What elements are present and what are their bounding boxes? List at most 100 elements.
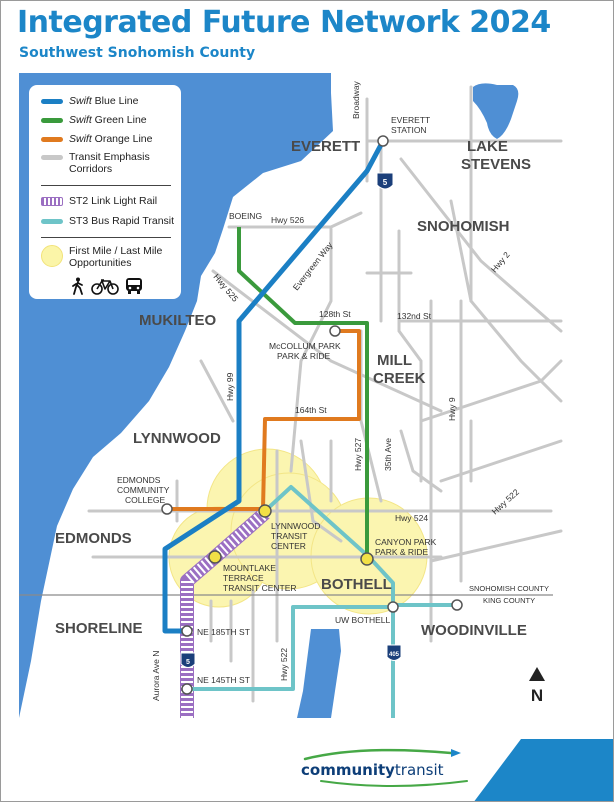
place-mukilteo: MUKILTEO (139, 312, 217, 329)
label-mountlake-2: TERRACE (223, 573, 264, 583)
legend-orange-prefix: Swift (69, 133, 92, 145)
i5-shield-south: 5 (180, 652, 196, 668)
road-164th: 164th St (295, 405, 327, 415)
place-bothell: BOTHELL (321, 576, 392, 593)
st3-brt-line (263, 485, 457, 607)
station-mountlake-terrace[interactable] (208, 550, 222, 564)
road-hwy99: Hwy 99 (225, 372, 235, 401)
green-line-swatch (41, 117, 63, 123)
legend-corridors-1: Transit Emphasis (69, 151, 150, 163)
county-labels: SNOHOMISH COUNTY KING COUNTY (469, 584, 549, 605)
i5-shield-label-north: 5 (383, 178, 388, 187)
label-ne-185th: NE 185TH ST (197, 627, 250, 637)
mode-icons (71, 277, 143, 295)
label-ne-145th: NE 145TH ST (197, 675, 250, 685)
orange-line-swatch (41, 136, 63, 142)
road-hwy526: Hwy 526 (271, 215, 304, 225)
place-lake-stevens-2: STEVENS (461, 156, 531, 173)
legend-blue-suffix: Blue Line (91, 95, 139, 107)
swift-blue-line (162, 139, 386, 634)
legend-divider-1 (41, 185, 171, 186)
station-everett[interactable] (377, 135, 389, 147)
label-everett-station-1: EVERETT (391, 115, 430, 125)
blue-line-swatch (41, 98, 63, 104)
label-edmonds-cc-1: EDMONDS (117, 475, 161, 485)
station-canyon-park[interactable] (360, 552, 374, 566)
legend-st3-label: ST3 Bus Rapid Transit (69, 215, 175, 227)
label-edmonds-cc-3: COLLEGE (125, 495, 165, 505)
legend-corridors-2: Corridors (69, 163, 113, 175)
walk-icon (72, 277, 83, 295)
label-lynnwood-tc-3: CENTER (271, 541, 306, 551)
road-132nd: 132nd St (397, 311, 432, 321)
station-ne-185th[interactable] (181, 625, 193, 637)
place-lake-stevens-1: LAKE (467, 138, 508, 155)
station-ne-145th[interactable] (181, 683, 193, 695)
swift-green-line (237, 227, 369, 559)
place-mill-creek-1: MILL (377, 352, 412, 369)
corridor-swatch (41, 155, 63, 160)
legend-blue-prefix: Swift (69, 95, 92, 107)
label-uw-bothell: UW BOTHELL (335, 615, 391, 625)
legend-firstmile-2: Opportunities (69, 257, 132, 269)
station-markers (161, 135, 463, 695)
place-labels: EVERETT LAKE STEVENS SNOHOMISH MUKILTEO … (55, 138, 531, 639)
i5-shield-label-south: 5 (186, 659, 190, 666)
label-everett-station-2: STATION (391, 125, 427, 135)
station-labels: EVERETT STATION BOEING McCOLLUM PARK PAR… (117, 115, 437, 685)
page-title: Integrated Future Network 2024 (17, 5, 551, 40)
legend-orange-suffix: Orange Line (91, 133, 153, 145)
road-broadway: Broadway (351, 80, 361, 119)
place-woodinville: WOODINVILLE (421, 622, 527, 639)
bus-icon (126, 278, 142, 294)
legend-blue-line: Swift Blue Line (41, 95, 138, 107)
brand-part-2: transit (394, 761, 444, 779)
station-woodinville[interactable] (451, 599, 463, 611)
st2-rail-ties (181, 508, 269, 718)
station-mccollum-park[interactable] (329, 325, 341, 337)
legend-divider-2 (41, 237, 171, 238)
place-mill-creek-2: CREEK (373, 370, 426, 387)
i405-shield-label: 405 (389, 652, 400, 658)
i5-shield-north: 5 (376, 172, 394, 190)
legend-firstmile-1: First Mile / Last Mile (69, 245, 163, 257)
community-transit-logo: communitytransit (301, 747, 471, 789)
label-lynnwood-tc-1: LYNNWOOD (271, 521, 320, 531)
north-arrow-label: N (531, 686, 543, 705)
legend-orange-line: Swift Orange Line (41, 133, 152, 145)
label-mountlake-1: MOUNTLAKE (223, 563, 276, 573)
legend-st2: ST2 Link Light Rail (41, 195, 157, 207)
legend-green-line: Swift Green Line (41, 114, 147, 126)
st3-swatch (41, 218, 63, 224)
place-lynnwood: LYNNWOOD (133, 430, 221, 447)
logo-underline-icon (320, 780, 468, 787)
lake-stevens-water (473, 83, 519, 139)
label-mccollum-2: PARK & RIDE (277, 351, 331, 361)
road-aurora: Aurora Ave N (151, 651, 161, 701)
station-uw-bothell[interactable] (387, 601, 399, 613)
firstmile-swatch (41, 245, 63, 267)
label-mccollum-1: McCOLLUM PARK (269, 341, 341, 351)
road-35th: 35th Ave (383, 438, 393, 471)
station-lynnwood-tc[interactable] (258, 504, 272, 518)
north-arrow-icon (529, 667, 545, 681)
road-hwy9: Hwy 9 (447, 397, 457, 421)
north-arrow: N (529, 667, 545, 705)
logo-swoosh-icon (303, 748, 461, 761)
place-shoreline: SHORELINE (55, 620, 143, 637)
lake-washington-water (297, 629, 341, 718)
road-128th: 128th St (319, 309, 351, 319)
label-mountlake-3: TRANSIT CENTER (223, 583, 297, 593)
i405-shield: 405 (386, 644, 402, 661)
map-legend: Swift Blue Line Swift Green Line Swift O… (29, 85, 181, 299)
road-hwy522-south: Hwy 522 (279, 648, 289, 681)
label-boeing: BOEING (229, 211, 262, 221)
st3-brt-145th (187, 605, 393, 691)
legend-green-prefix: Swift (69, 114, 92, 126)
station-edmonds-cc[interactable] (161, 503, 173, 515)
county-snohomish: SNOHOMISH COUNTY (469, 584, 549, 593)
place-everett: EVERETT (291, 138, 360, 155)
legend-green-suffix: Green Line (91, 114, 147, 126)
